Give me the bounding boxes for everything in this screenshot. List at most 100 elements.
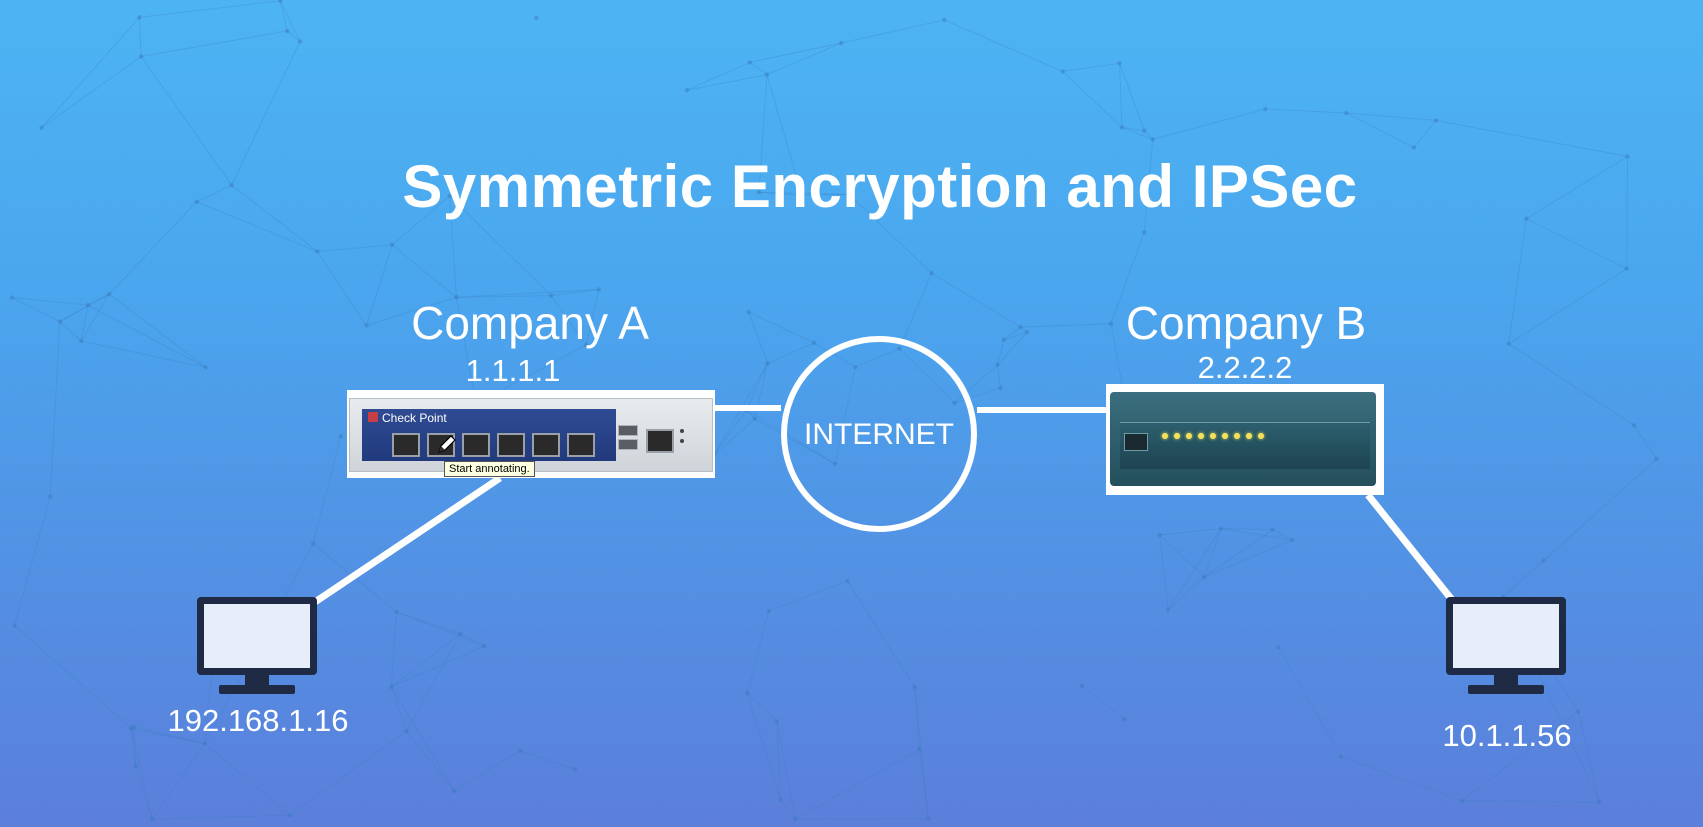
network-node — [78, 338, 84, 344]
network-edge — [1526, 218, 1627, 270]
network-node — [1270, 527, 1275, 532]
network-edge — [1435, 119, 1628, 157]
network-edge — [841, 19, 945, 44]
network-node — [573, 767, 578, 772]
status-led — [1246, 433, 1252, 439]
network-edge — [80, 293, 110, 342]
network-edge — [1110, 232, 1145, 324]
network-edge — [1062, 62, 1120, 72]
network-edge — [748, 311, 769, 364]
network-edge — [279, 0, 288, 32]
network-node — [792, 816, 798, 822]
network-edge — [396, 611, 485, 647]
network-edge — [135, 765, 153, 820]
network-edge — [108, 293, 206, 368]
network-edge — [396, 611, 461, 635]
network-node — [278, 0, 283, 3]
network-node — [548, 293, 554, 298]
network-node — [203, 365, 208, 370]
network-edge — [1003, 326, 1021, 341]
network-edge — [1346, 112, 1437, 121]
network-node — [39, 125, 44, 130]
network-edge — [758, 191, 850, 195]
network-edge — [713, 409, 747, 456]
network-node — [1344, 110, 1349, 116]
network-edge — [1340, 756, 1462, 802]
network-edge — [1003, 331, 1028, 341]
status-led — [1162, 433, 1168, 439]
network-edge — [1272, 529, 1293, 541]
network-edge — [133, 726, 205, 744]
network-edge — [405, 633, 461, 732]
network-node — [1263, 106, 1268, 112]
network-edge — [1346, 112, 1415, 148]
monitor-screen — [197, 597, 317, 675]
network-edge — [130, 728, 137, 767]
network-node — [129, 726, 134, 731]
network-node — [12, 623, 17, 628]
diagram-title: Symmetric Encryption and IPSec — [402, 153, 1358, 220]
network-node — [756, 190, 762, 195]
network-edge — [80, 305, 89, 342]
network-node — [942, 17, 947, 23]
network-node — [1060, 69, 1065, 74]
checkpoint-logo-icon — [368, 412, 378, 422]
network-edge — [758, 74, 768, 193]
internet-label: INTERNET — [804, 418, 954, 451]
internet-cloud: INTERNET — [781, 336, 977, 532]
network-node — [9, 295, 15, 300]
status-led — [1234, 433, 1240, 439]
network-edge — [1152, 108, 1266, 140]
network-edge — [138, 17, 142, 57]
host-a-ip: 192.168.1.16 — [167, 703, 349, 738]
network-node — [150, 816, 155, 822]
network-node — [310, 541, 316, 547]
network-edge — [931, 272, 1021, 328]
firewall-brand: Check Point — [382, 411, 447, 425]
network-edge — [456, 288, 599, 298]
monitor-base — [1468, 685, 1544, 694]
network-edge — [1508, 343, 1635, 426]
network-edge — [317, 244, 393, 252]
network-node — [684, 87, 690, 93]
network-node — [138, 54, 144, 59]
network-node — [1122, 716, 1127, 722]
network-node — [1411, 145, 1417, 150]
network-node — [929, 271, 934, 276]
status-led — [1198, 433, 1204, 439]
network-edge — [391, 633, 461, 688]
network-edge — [585, 289, 600, 346]
network-edge — [1020, 326, 1028, 333]
network-edge — [391, 244, 457, 298]
network-node — [1018, 324, 1023, 330]
network-edge — [746, 693, 778, 722]
network-node — [389, 684, 394, 690]
network-node — [85, 302, 91, 308]
network-edge — [914, 686, 920, 750]
network-edge — [749, 61, 768, 75]
network-node — [285, 28, 290, 34]
network-node — [229, 182, 234, 188]
network-edge — [1121, 126, 1153, 140]
network-node — [1119, 125, 1125, 130]
ethernet-port — [392, 433, 420, 457]
network-edge — [59, 321, 82, 342]
network-edge — [1220, 528, 1293, 541]
network-edge — [1167, 576, 1205, 611]
network-node — [1165, 607, 1171, 612]
network-edge — [997, 331, 1028, 366]
network-edge — [767, 342, 815, 364]
network-node — [1576, 709, 1581, 714]
network-edge — [1159, 534, 1205, 578]
network-node — [917, 747, 922, 752]
network-edge — [1265, 108, 1347, 114]
network-edge — [391, 645, 485, 688]
network-node — [394, 609, 399, 615]
network-node — [447, 193, 452, 198]
network-node — [133, 763, 138, 769]
network-node — [778, 797, 783, 802]
ethernet-port — [567, 433, 595, 457]
network-edge — [87, 304, 206, 368]
network-edge — [801, 193, 850, 196]
link-companya-host — [310, 475, 502, 607]
